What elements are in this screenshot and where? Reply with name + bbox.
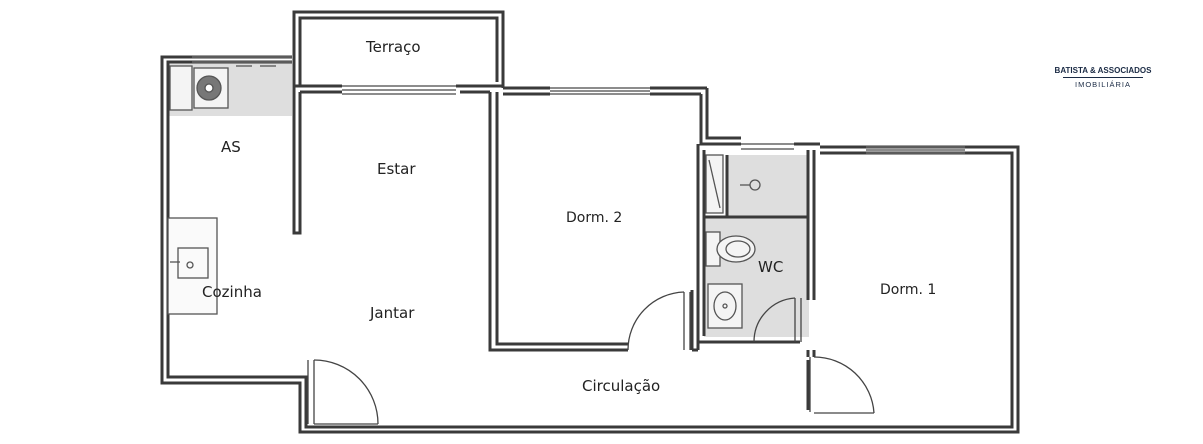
room-label-terraco: Terraço <box>366 38 421 56</box>
logo-divider <box>1063 77 1143 78</box>
room-label-dorm1: Dorm. 1 <box>880 282 937 298</box>
room-label-jantar: Jantar <box>370 304 415 322</box>
room-label-cozinha: Cozinha <box>202 283 262 301</box>
fixtures <box>167 65 761 329</box>
shower-floor <box>727 155 809 217</box>
company-logo: B BATISTA & ASSOCIADOS IMOBILIÁRIA <box>1051 14 1155 98</box>
windows <box>192 56 965 154</box>
logo-subtitle: IMOBILIÁRIA <box>1074 80 1131 89</box>
toilet-bowl <box>716 235 756 263</box>
room-label-estar: Estar <box>377 160 416 178</box>
room-label-circulacao: Circulação <box>582 377 661 395</box>
doors <box>307 291 875 425</box>
laundry-tank <box>169 65 193 111</box>
exterior-walls <box>160 10 1020 434</box>
room-label-as: AS <box>221 138 241 156</box>
logo-company-name: BATISTA & ASSOCIADOS <box>1054 66 1152 75</box>
logo-monogram: B <box>1095 32 1110 56</box>
interior-walls <box>292 84 820 410</box>
room-label-dorm2: Dorm. 2 <box>566 210 623 226</box>
wc-sink <box>707 283 743 329</box>
room-label-wc: WC <box>758 258 784 276</box>
